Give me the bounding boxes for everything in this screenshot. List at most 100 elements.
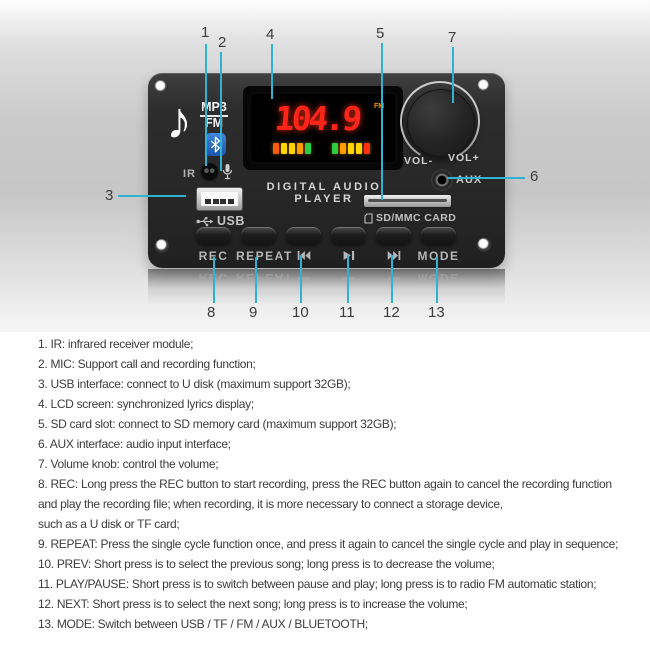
description-item-7: 7. Volume knob: control the volume; (38, 457, 219, 471)
reflection-mark (298, 277, 310, 281)
callout-line-9 (255, 257, 257, 303)
callout-number-13: 13 (428, 304, 445, 321)
callout-number-3: 3 (105, 187, 114, 204)
callout-number-11: 11 (339, 304, 355, 321)
spectrum-bar (273, 143, 279, 154)
screw-hole (477, 79, 491, 93)
spectrum-bar (332, 143, 338, 154)
description-item-9: 9. REPEAT: Press the single cycle functi… (38, 537, 618, 551)
description-item-3: 3. USB interface: connect to U disk (max… (38, 377, 351, 391)
prev-button (286, 227, 321, 244)
screw-hole (155, 239, 169, 253)
frequency-readout: 104.9 (273, 99, 361, 138)
callout-line-3 (118, 195, 186, 197)
screw-hole (154, 80, 168, 94)
callout-line-1 (205, 44, 207, 166)
callout-number-5: 5 (376, 25, 385, 42)
volume-knob (407, 89, 475, 157)
callout-line-2 (220, 52, 222, 171)
description-item-1: 1. IR: infrared receiver module; (38, 337, 194, 351)
sd-label: SD/MMC CARD (376, 212, 457, 224)
spectrum-bar (305, 143, 311, 154)
callout-line-8 (213, 257, 215, 303)
callout-number-12: 12 (383, 304, 400, 321)
callout-number-4: 4 (266, 26, 275, 43)
reflection-mark (388, 277, 400, 281)
callout-number-6: 6 (530, 168, 539, 185)
description-item-11: 11. PLAY/PAUSE: Short press is to switch… (38, 577, 597, 591)
aux-jack (431, 169, 453, 191)
repeat-button-label: REPEAT (236, 249, 293, 263)
description-item-10: 10. PREV: Short press is to select the p… (38, 557, 495, 571)
rec-button (196, 227, 231, 244)
spectrum-bar (289, 143, 295, 154)
repeat-button (241, 227, 276, 244)
play-pause-icon (326, 249, 371, 263)
previous-icon (281, 249, 326, 263)
callout-line-10 (300, 255, 302, 303)
description-item-8c: such as a U disk or TF card; (38, 517, 180, 531)
description-item-12: 12. NEXT: Short press is to select the n… (38, 597, 468, 611)
callout-number-8: 8 (207, 304, 216, 321)
vol-minus-label: VOL- (404, 155, 434, 167)
ir-receiver (201, 163, 218, 180)
callout-number-7: 7 (448, 29, 457, 46)
description-item-4: 4. LCD screen: synchronized lyrics displ… (38, 397, 254, 411)
description-list: 1. IR: infrared receiver module; 2. MIC:… (38, 334, 648, 634)
callout-line-13 (436, 257, 438, 303)
mode-button (421, 227, 456, 244)
callout-number-2: 2 (218, 34, 227, 51)
product-photo: ♪ MP3 FM IR (0, 0, 650, 332)
brand-fm-label: FM (204, 116, 224, 130)
callout-number-10: 10 (292, 304, 309, 321)
description-item-6: 6. AUX interface: audio input interface; (38, 437, 231, 451)
sd-label-row: SD/MMC CARD (364, 212, 456, 224)
lcd-display: 104.9 FM (243, 86, 403, 170)
callout-line-11 (347, 255, 349, 303)
spectrum-bars-left (273, 143, 311, 154)
music-note-icon: ♪ (166, 92, 192, 150)
usb-port (196, 187, 243, 211)
spectrum-bar (364, 143, 370, 154)
vol-plus-label: VOL+ (448, 152, 480, 164)
description-item-8b: and play the recording file; when record… (38, 497, 503, 511)
usb-trident-icon (196, 216, 214, 226)
usb-label-row: USB (196, 214, 245, 228)
callout-line-12 (391, 255, 393, 303)
play-pause-button (331, 227, 366, 244)
rec-button-label: REC (198, 249, 229, 263)
reflection-mode: MODE (417, 271, 460, 285)
aux-label: AUX (456, 174, 483, 186)
mode-button-label: MODE (417, 249, 460, 263)
spectrum-bar (340, 143, 346, 154)
usb-tongue (201, 192, 238, 206)
spectrum-bar (297, 143, 303, 154)
spectrum-bar (348, 143, 354, 154)
lcd-screen: 104.9 FM (251, 94, 395, 162)
callout-line-4 (271, 44, 273, 99)
spectrum-bars-right (332, 143, 370, 154)
callout-line-6 (447, 177, 525, 179)
callout-line-7 (452, 47, 454, 103)
callout-number-9: 9 (249, 304, 258, 321)
ir-label: IR (183, 168, 196, 180)
description-item-2: 2. MIC: Support call and recording funct… (38, 357, 256, 371)
sd-card-slot (364, 195, 451, 207)
callout-number-1: 1 (201, 24, 210, 41)
panel-title: DIGITAL AUDIO PLAYER (266, 181, 382, 205)
description-item-13: 13. MODE: Switch between USB / TF / FM /… (38, 617, 368, 631)
reflection-repeat: REPEAT (236, 271, 293, 285)
spectrum-bar (356, 143, 362, 154)
description-item-8: 8. REC: Long press the REC button to sta… (38, 477, 612, 491)
bluetooth-icon (205, 133, 226, 156)
next-icon (371, 249, 416, 263)
screw-hole (477, 238, 491, 252)
reflection-mark (343, 277, 355, 281)
spectrum-bar (281, 143, 287, 154)
sd-card-icon (364, 212, 373, 224)
knob-ring (397, 78, 483, 169)
callout-line-5 (381, 43, 383, 200)
mp3-decoder-board: ♪ MP3 FM IR (148, 73, 505, 268)
usb-label: USB (217, 214, 245, 228)
